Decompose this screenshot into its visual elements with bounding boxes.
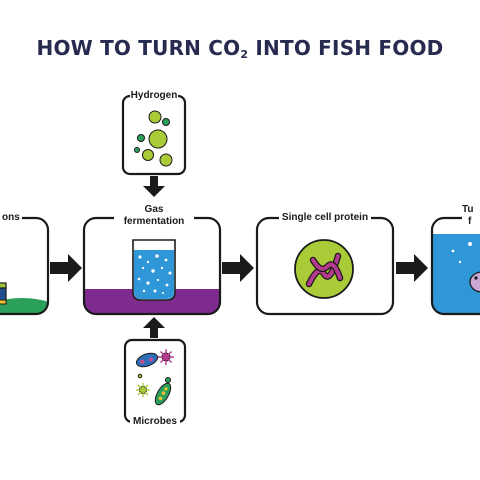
single-cell-protein-box bbox=[255, 216, 395, 316]
tank-water bbox=[432, 234, 480, 314]
step-label-single-cell-protein: Single cell protein bbox=[279, 212, 371, 224]
arrow-right-icon bbox=[50, 254, 82, 282]
cell-icon bbox=[294, 239, 354, 299]
arrow-right-icon bbox=[222, 254, 254, 282]
microbes-box bbox=[123, 338, 187, 424]
arrow-up-icon bbox=[143, 317, 165, 338]
title-main: HOW TO TURN CO bbox=[36, 36, 241, 60]
title-subscript: 2 bbox=[240, 48, 249, 61]
step-label-gas-fermentation: Gas fermentation bbox=[114, 204, 194, 228]
arrow-right-icon bbox=[396, 254, 428, 282]
page-title: HOW TO TURN CO2 INTO FISH FOOD bbox=[0, 36, 480, 61]
bioreactor-icon bbox=[132, 239, 176, 301]
gas-fermentation-line1: Gas bbox=[144, 204, 164, 215]
gas-bubbles-icon bbox=[134, 110, 173, 167]
ground-hill bbox=[0, 298, 48, 314]
input-label-hydrogen: Hydrogen bbox=[130, 90, 178, 102]
hydrogen-box bbox=[121, 94, 187, 176]
gas-fermentation-line2: fermentation bbox=[123, 216, 185, 227]
input-label-microbes: Microbes bbox=[130, 416, 180, 428]
microbes-icon bbox=[135, 349, 174, 406]
step-label-emissions: ons bbox=[0, 212, 22, 224]
fish-food-line1: Tu bbox=[462, 204, 474, 215]
water-bubbles bbox=[451, 242, 472, 264]
arrow-down-icon bbox=[143, 176, 165, 197]
fish-tank-box bbox=[430, 216, 480, 316]
fish-food-line2: f bbox=[468, 216, 472, 227]
title-rest: INTO FISH FOOD bbox=[248, 36, 444, 60]
step-label-fish-food: Tu f bbox=[462, 204, 480, 228]
factory-icon bbox=[0, 282, 7, 305]
gas-fermentation-box bbox=[82, 216, 222, 316]
